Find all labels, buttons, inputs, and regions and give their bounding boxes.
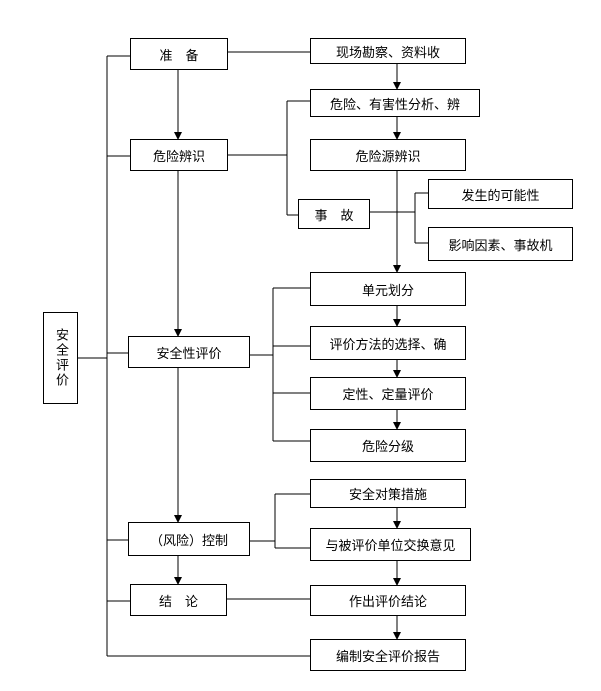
root-node: 安全评价 — [43, 312, 78, 404]
step-qual-quant: 定性、定量评价 — [310, 377, 466, 410]
stage-prepare: 准 备 — [130, 38, 228, 70]
step-accident: 事 故 — [298, 199, 370, 229]
stage-control-label: （风险）控制 — [149, 533, 228, 549]
step-likelihood-label: 发生的可能性 — [461, 188, 540, 204]
step-method-select: 评价方法的选择、确 — [310, 326, 466, 360]
stage-evaluate-label: 安全性评价 — [156, 346, 222, 362]
step-qual-quant-label: 定性、定量评价 — [342, 388, 434, 403]
step-hazard-analysis-label: 危险、有害性分析、辨 — [329, 97, 460, 113]
step-survey: 现场勘察、资料收 — [310, 38, 466, 64]
step-grading: 危险分级 — [310, 429, 466, 462]
step-method-select-label: 评价方法的选择、确 — [329, 337, 447, 353]
step-measures-label: 安全对策措施 — [348, 488, 427, 503]
step-source-identify-label: 危险源辨识 — [355, 149, 421, 165]
step-unit-division-label: 单元划分 — [361, 283, 414, 299]
stage-conclude: 结 论 — [130, 584, 227, 616]
step-hazard-analysis: 危险、有害性分析、辨 — [310, 89, 480, 117]
stage-evaluate: 安全性评价 — [128, 336, 250, 368]
stage-conclude-label: 结 论 — [158, 594, 198, 610]
stage-control: （风险）控制 — [128, 522, 250, 556]
step-factors: 影响因素、事故机 — [428, 227, 573, 261]
step-source-identify: 危险源辨识 — [310, 139, 466, 171]
stage-identify-label: 危险辨识 — [152, 149, 205, 165]
step-report: 编制安全评价报告 — [310, 639, 466, 671]
step-report-label: 编制安全评价报告 — [335, 649, 440, 665]
step-conclusion-label: 作出评价结论 — [348, 595, 427, 610]
stage-identify: 危险辨识 — [130, 139, 228, 171]
root-label: 安全评价 — [53, 328, 68, 388]
step-conclusion: 作出评价结论 — [310, 585, 466, 616]
step-unit-division: 单元划分 — [310, 272, 466, 306]
step-survey-label: 现场勘察、资料收 — [335, 45, 440, 61]
step-exchange-label: 与被评价单位交换意见 — [325, 539, 456, 554]
step-accident-label: 事 故 — [314, 208, 354, 224]
step-exchange: 与被评价单位交换意见 — [310, 528, 471, 561]
stage-prepare-label: 准 备 — [159, 48, 199, 64]
step-factors-label: 影响因素、事故机 — [448, 238, 553, 254]
step-grading-label: 危险分级 — [361, 440, 414, 455]
step-measures: 安全对策措施 — [310, 479, 466, 508]
step-likelihood: 发生的可能性 — [428, 179, 573, 209]
